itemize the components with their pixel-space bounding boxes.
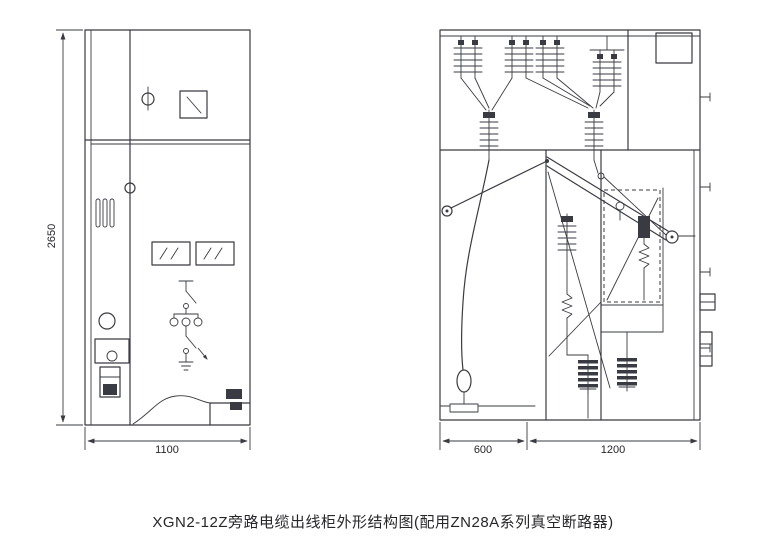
- wall-fittings: [699, 92, 716, 367]
- pole-assembly: [557, 213, 638, 419]
- side-bracket: [699, 331, 713, 367]
- bushing-insulator: [606, 49, 622, 93]
- dimension-height: 2650: [46, 29, 83, 426]
- spring-symbol: [638, 243, 650, 269]
- drawing-caption: XGN2-12Z旁路电缆出线柜外形结构图(配用ZN28A系列真空断路器): [152, 514, 614, 531]
- feedthrough-insulator: [479, 109, 499, 161]
- dimension-side-depths: 600 1200: [439, 422, 701, 456]
- meter-panel: [141, 86, 208, 119]
- bushing-insulator: [467, 35, 483, 79]
- front-view: [84, 29, 251, 426]
- front-base-details: [132, 389, 251, 426]
- bushing-insulator: [518, 35, 534, 79]
- mimic-diagram: [169, 280, 208, 371]
- breaker-unit: [603, 189, 661, 303]
- cable-assembly: [439, 159, 536, 413]
- side-frame: [439, 29, 701, 421]
- meter-symbol: [179, 90, 208, 119]
- support-insulator: [557, 213, 577, 265]
- bushing-insulator: [453, 35, 469, 79]
- base-unit: [99, 366, 121, 398]
- pivot-right: [665, 230, 679, 244]
- bushing-insulator: [592, 49, 608, 93]
- louver-panel-left: [151, 241, 191, 266]
- cable-terminal: [456, 369, 472, 393]
- cable-curve: [460, 159, 490, 371]
- operating-mechanism: [441, 156, 696, 389]
- dim-height-label: 2650: [46, 224, 58, 248]
- relay-box: [655, 32, 693, 64]
- bushing-insulator: [549, 35, 565, 79]
- bushing-insulator: [504, 35, 520, 79]
- side-view: [439, 29, 716, 421]
- dimension-front-width: 1100: [84, 427, 251, 456]
- door-knob: [124, 178, 136, 198]
- spring-symbol: [561, 293, 573, 319]
- contact-stack: [577, 354, 599, 394]
- pivot-left: [441, 205, 453, 217]
- front-frame: [84, 29, 251, 426]
- feedthrough-insulator: [584, 109, 604, 161]
- interlock-box: [94, 338, 130, 364]
- busbar-chamber: [453, 35, 625, 161]
- contact-stack: [616, 352, 638, 392]
- indicator-lamp: [98, 312, 116, 330]
- louver-panel-right: [195, 241, 235, 266]
- busbar-conductors: [460, 77, 615, 111]
- dim-side-front-label: 600: [474, 444, 492, 456]
- bushing-insulator: [535, 35, 551, 79]
- vent-grille: [95, 198, 115, 228]
- dim-side-rear-label: 1200: [601, 444, 625, 456]
- dim-front-width-label: 1100: [155, 444, 179, 456]
